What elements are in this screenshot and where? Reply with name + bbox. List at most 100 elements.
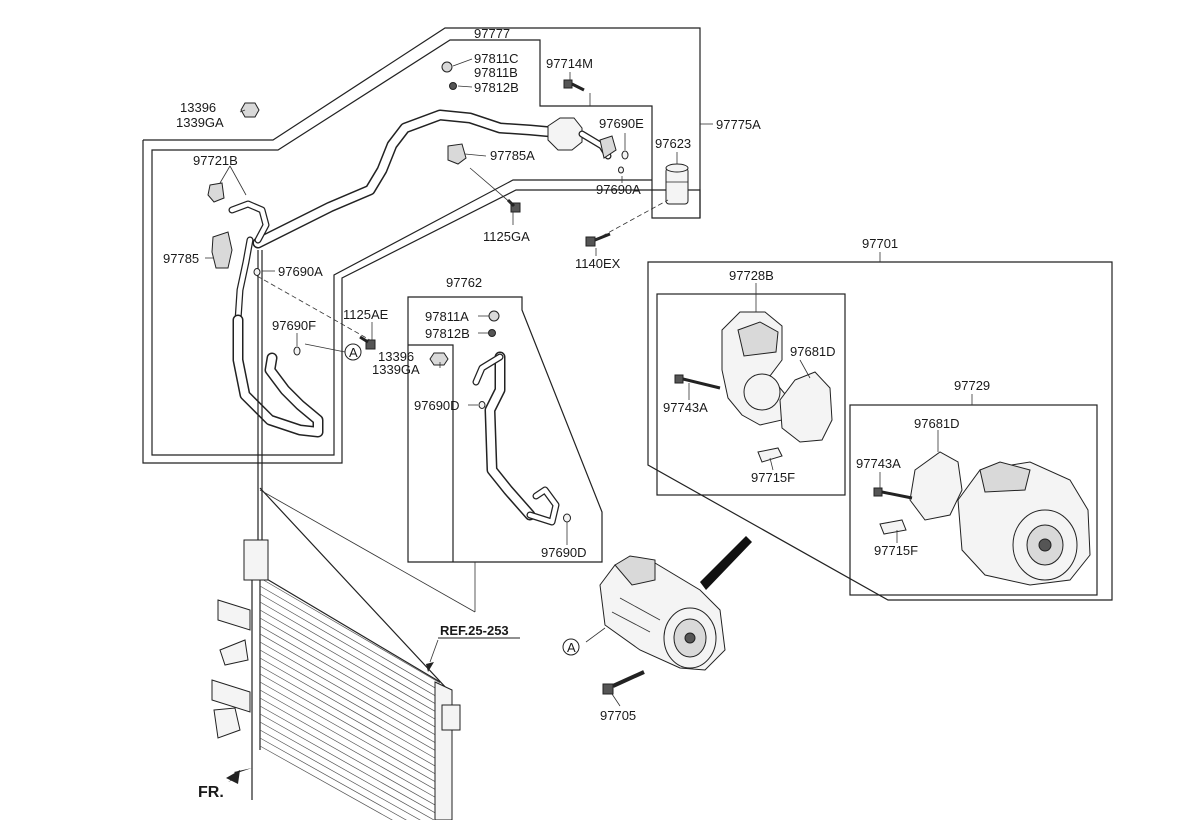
- label-97811c: 97811C: [474, 51, 519, 66]
- condenser-fin: [259, 625, 441, 731]
- bolt-97714m: [563, 79, 585, 92]
- label-97681d-bottom: 97681D: [914, 416, 960, 431]
- label-97811b: 97811B: [474, 65, 518, 80]
- label-97812b-mid: 97812B: [425, 326, 470, 341]
- label-97775a: 97775A: [716, 117, 761, 132]
- label-97729: 97729: [954, 378, 990, 393]
- compressor-main: [599, 536, 752, 671]
- receiver-drier-97623: [665, 163, 689, 205]
- condenser-fin: [259, 649, 441, 754]
- sensor-97715f-bottom: [879, 519, 907, 535]
- condenser-fin: [259, 705, 441, 809]
- gasket-97681d-top: [779, 371, 833, 443]
- condenser-fin: [259, 657, 441, 762]
- condenser-fin: [259, 665, 441, 770]
- label-ref-25-253: REF.25-253: [440, 623, 509, 638]
- condenser-fin: [259, 633, 441, 738]
- gasket-97681d-bottom: [909, 451, 963, 521]
- label-97690d-right: 97690D: [541, 545, 587, 560]
- condenser-fin: [259, 673, 441, 777]
- label-97721b: 97721B: [193, 153, 238, 168]
- liquid-pipe-left: [234, 236, 254, 324]
- suction-hose: [252, 109, 558, 249]
- label-97743a-bottom: 97743A: [856, 456, 901, 471]
- nut-97812b-mid: [488, 329, 496, 337]
- bolt-1140ex: [585, 232, 611, 247]
- ref-leader: [429, 639, 439, 663]
- condenser-fin: [259, 577, 441, 684]
- box-97777-assembly: [143, 27, 701, 456]
- condenser-fin: [259, 737, 407, 820]
- box-97701-compressor-kit: [647, 261, 1113, 601]
- nut-97812b-top: [449, 82, 457, 90]
- label-97690a-left: 97690A: [278, 264, 323, 279]
- label-97811a: 97811A: [425, 309, 469, 324]
- condenser-fin: [259, 721, 435, 820]
- condenser-fin: [259, 681, 441, 785]
- label-97785a: 97785A: [490, 148, 535, 163]
- hose-97762: [484, 351, 536, 521]
- o-ring-97690a-right: [618, 166, 624, 174]
- label-97785: 97785: [163, 251, 199, 266]
- nut-13396-mid: [429, 352, 449, 366]
- box-97728b-cover-kit: [656, 293, 846, 496]
- label-97623: 97623: [655, 136, 691, 151]
- nut-97811a: [488, 310, 500, 322]
- pipe-97721b: [228, 200, 270, 244]
- o-ring-97690a-left: [253, 268, 261, 276]
- box-97762-assembly: [407, 296, 603, 563]
- pipe-97762-end: [526, 486, 560, 526]
- muffler: [547, 117, 583, 151]
- label-97701: 97701: [862, 236, 898, 251]
- compressor-97729: [957, 461, 1091, 586]
- block-fitting: [599, 135, 617, 159]
- label-97715f-bottom: 97715F: [874, 543, 918, 558]
- condenser-fin: [259, 641, 441, 746]
- label-97728b: 97728B: [729, 268, 774, 283]
- circle-a-marker-bottom: [562, 638, 580, 656]
- condenser-fin: [259, 729, 421, 820]
- label-13396-top: 13396: [180, 100, 216, 115]
- bolt-1125ae: [359, 335, 376, 350]
- label-97715f-top: 97715F: [751, 470, 795, 485]
- label-circle-a-top: A: [349, 345, 358, 360]
- label-97690f: 97690F: [272, 318, 316, 333]
- label-97812b-top: 97812B: [474, 80, 519, 95]
- condenser-fin: [259, 585, 441, 692]
- label-97690d-left: 97690D: [414, 398, 460, 413]
- condenser-fin: [259, 745, 393, 820]
- label-13396-mid: 13396: [378, 349, 414, 364]
- label-1339ga-top: 1339GA: [176, 115, 224, 130]
- condenser-fin: [259, 713, 441, 816]
- label-97681d-top: 97681D: [790, 344, 836, 359]
- label-97743a-top: 97743A: [663, 400, 708, 415]
- condenser-fin: [259, 601, 441, 707]
- clip-97721b: [207, 182, 225, 203]
- nut-13396-top: [240, 102, 260, 118]
- label-1339ga-mid: 1339GA: [372, 362, 420, 377]
- o-ring-97690d-left: [478, 401, 486, 409]
- circle-a-marker-top: [344, 343, 362, 361]
- leader-lines: [205, 58, 973, 707]
- label-1125ga: 1125GA: [483, 229, 530, 244]
- label-circle-a-bottom: A: [567, 640, 576, 655]
- condenser-fin: [259, 617, 441, 723]
- box-97729-compressor-assy: [849, 404, 1098, 596]
- label-97762: 97762: [446, 275, 482, 290]
- label-97714m: 97714M: [546, 56, 593, 71]
- label-97690e: 97690E: [599, 116, 644, 131]
- bolt-97743a-top: [674, 374, 721, 390]
- bolt-97705: [602, 670, 645, 695]
- clamp-97785: [211, 231, 233, 269]
- clamp-97785a: [447, 143, 467, 165]
- label-1140ex: 1140EX: [575, 256, 621, 271]
- ref-arrowhead: [426, 662, 434, 672]
- condenser: [211, 487, 461, 820]
- box-97762-inner: [408, 344, 454, 562]
- o-ring-97690d-right: [563, 513, 571, 523]
- pipe-97762-top: [472, 353, 504, 386]
- discharge-hose-left: [232, 314, 324, 438]
- sensor-97715f-top: [757, 447, 783, 463]
- condenser-fin: [259, 609, 441, 715]
